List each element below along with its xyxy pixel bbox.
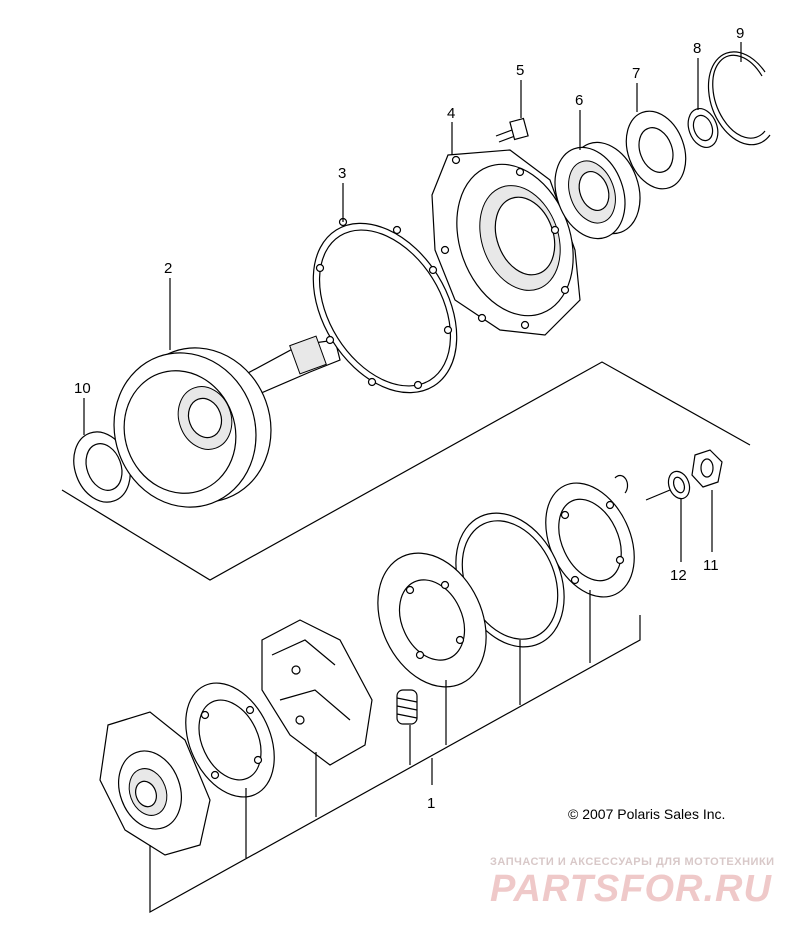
callout-10: 10 — [74, 380, 91, 397]
part-10-seal — [73, 431, 131, 503]
part-5-bolt — [495, 117, 529, 143]
clutch-plate-large — [545, 482, 635, 598]
callout-5: 5 — [516, 62, 524, 79]
part-8-ring — [687, 108, 719, 148]
callout-3: 3 — [338, 165, 346, 182]
leader-lines — [83, 42, 742, 914]
callout-9: 9 — [736, 25, 744, 42]
callout-8: 8 — [693, 40, 701, 57]
callout-12: 12 — [670, 567, 687, 584]
part-11-nut — [691, 449, 723, 488]
clutch-hub — [99, 711, 211, 856]
part-12-washer — [667, 470, 691, 500]
part-7-washer — [625, 110, 687, 190]
part-2-drum-shaft — [113, 335, 341, 508]
part-6-bearing — [554, 141, 641, 240]
clip — [614, 474, 629, 494]
callout-7: 7 — [632, 65, 640, 82]
part-4-housing — [431, 149, 581, 336]
backing-plate — [185, 682, 275, 798]
callout-6: 6 — [575, 92, 583, 109]
part-3-gasket — [312, 217, 458, 394]
callout-1: 1 — [427, 795, 435, 812]
copyright-notice: © 2007 Polaris Sales Inc. — [568, 806, 726, 822]
part-9-snap-ring — [707, 51, 771, 146]
clutch-shoes — [261, 619, 373, 766]
spring — [396, 689, 418, 725]
upper-assembly-boundary — [61, 361, 751, 581]
callout-11: 11 — [703, 557, 719, 574]
callout-2: 2 — [164, 260, 172, 277]
pressure-plate — [377, 552, 487, 688]
watermark-subtitle: ЗАПЧАСТИ И АКСЕССУАРЫ ДЛЯ МОТОТЕХНИКИ — [490, 856, 775, 868]
watermark-logo: PARTSFOR.RU — [490, 868, 772, 910]
callout-4: 4 — [447, 105, 455, 122]
